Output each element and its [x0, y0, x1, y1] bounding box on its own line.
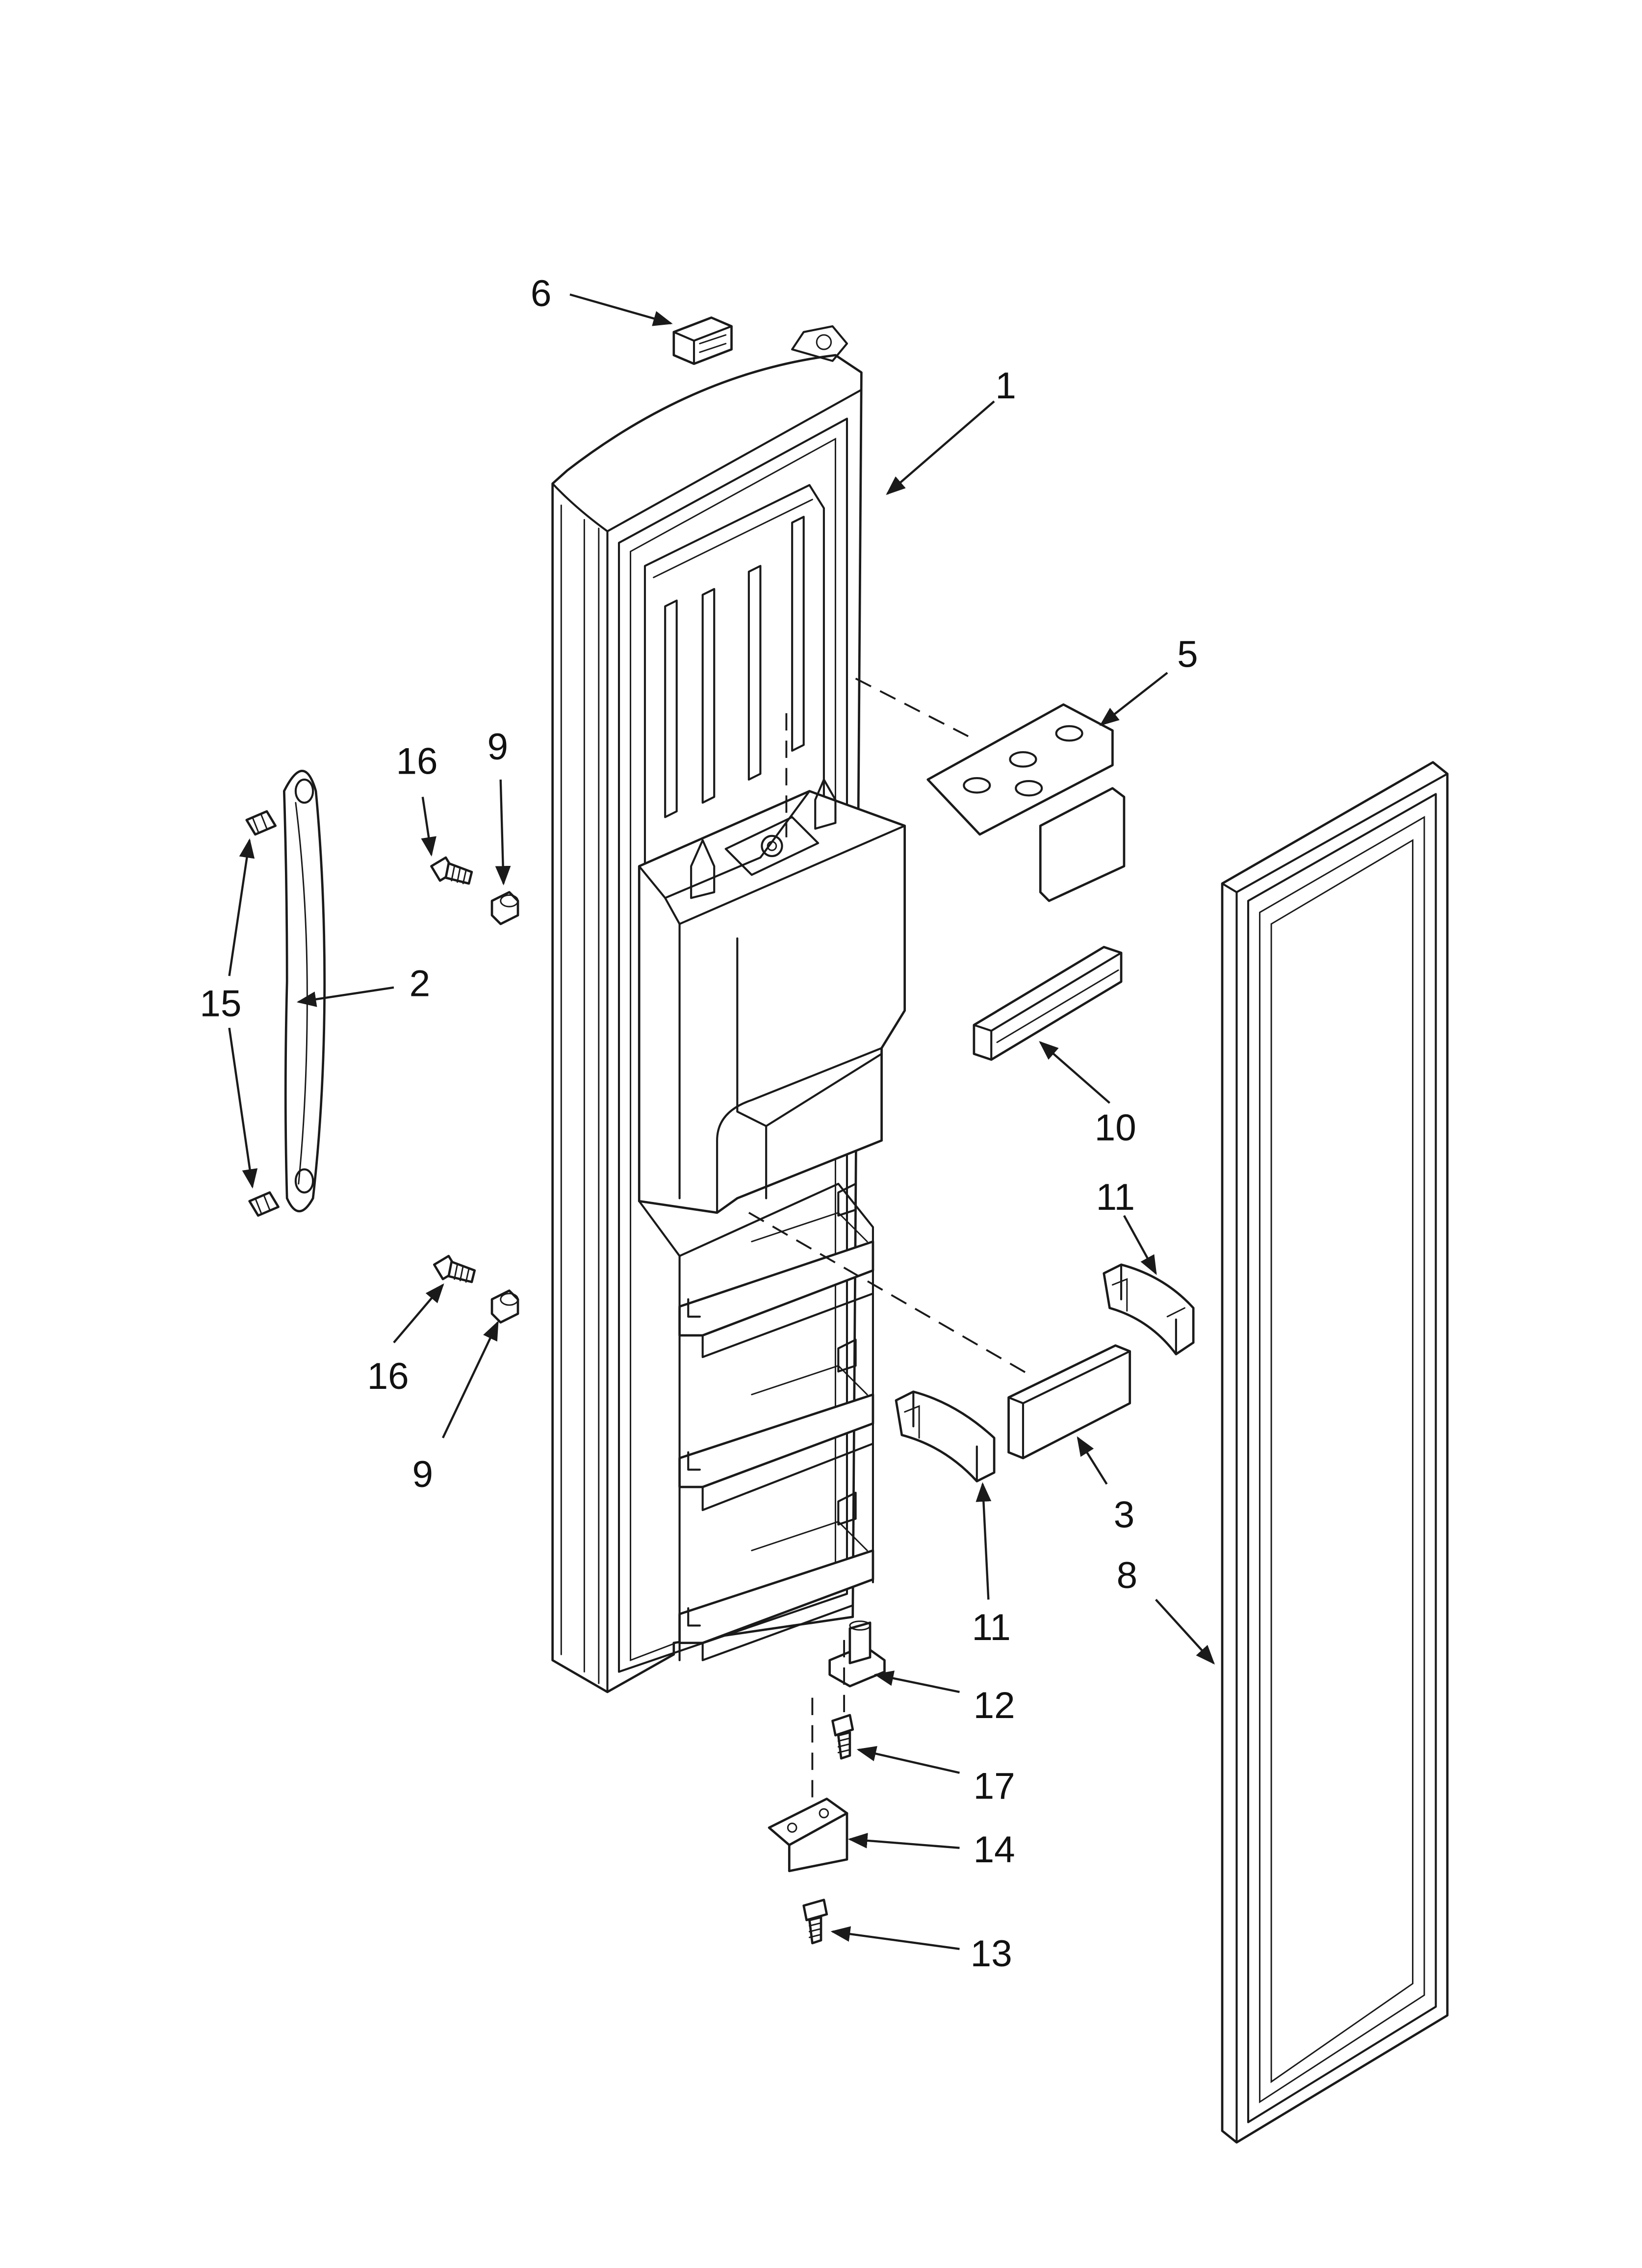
stud-lower-part — [248, 1191, 280, 1217]
spacer-upper-part — [490, 891, 519, 925]
clip-upper-part — [1103, 1263, 1195, 1356]
callout-14: 14 — [974, 1829, 1015, 1871]
leader-lines — [228, 293, 1215, 1950]
door-gasket-part — [1221, 761, 1449, 2144]
callout-9-lower: 9 — [412, 1454, 434, 1495]
bracket-part — [926, 703, 1126, 902]
callout-labels: 6 1 5 16 9 2 15 10 11 16 9 3 8 11 12 17 … — [200, 273, 1198, 1975]
callout-6: 6 — [531, 273, 552, 314]
callout-11-lower: 11 — [972, 1607, 1011, 1648]
callout-12: 12 — [974, 1685, 1015, 1726]
callout-3: 3 — [1114, 1494, 1135, 1536]
callout-5: 5 — [1177, 634, 1198, 676]
handle-part — [282, 770, 326, 1213]
stud-upper-part — [245, 810, 277, 836]
callout-15: 15 — [200, 983, 241, 1025]
callout-8: 8 — [1117, 1555, 1138, 1596]
hinge-plate-part — [768, 1798, 848, 1873]
connector-part — [672, 316, 733, 365]
callout-16-upper: 16 — [396, 740, 437, 782]
rail-part — [973, 946, 1123, 1061]
clip-lower-part — [895, 1390, 996, 1483]
callout-13: 13 — [971, 1933, 1012, 1975]
screw-lower-part — [433, 1254, 476, 1283]
screw-upper-part — [430, 856, 473, 885]
hinge-screw-part — [831, 1714, 854, 1760]
callout-10: 10 — [1095, 1107, 1136, 1149]
shelf-bar-part — [1007, 1344, 1131, 1460]
assembly-lines — [748, 678, 1029, 1805]
callout-9-upper: 9 — [487, 726, 509, 768]
hinge-pin-part — [828, 1620, 886, 1688]
callout-2: 2 — [410, 963, 431, 1004]
spacer-lower-part — [490, 1289, 519, 1324]
callout-11-upper: 11 — [1096, 1176, 1135, 1218]
plate-screw-part — [802, 1899, 828, 1945]
door-assembly — [551, 325, 906, 1694]
callout-16-lower: 16 — [367, 1356, 409, 1397]
callout-17: 17 — [974, 1766, 1015, 1807]
callout-1: 1 — [995, 365, 1016, 407]
